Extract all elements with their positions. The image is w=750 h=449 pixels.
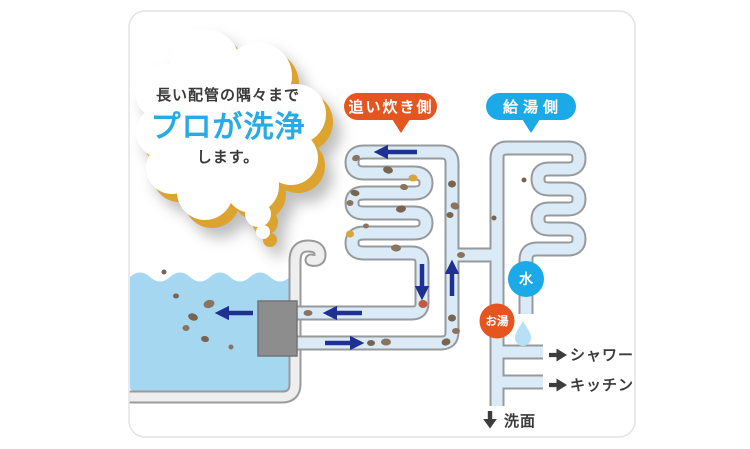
bubble-line3: します。 [197,149,260,166]
dirt-particle [396,205,406,213]
dirt-particle [346,200,354,206]
speech-bubble-body [135,29,326,239]
dirt-particle [446,212,454,218]
cold-water-badge: 水 [508,261,544,297]
shower-label: シャワー [570,347,634,364]
dirt-particle [188,313,198,321]
cold-water-circle [508,261,544,297]
dirt-particle [303,310,313,316]
hot-water-circle [479,303,515,339]
bubble-line1: 長い配管の隅々まで [156,86,300,104]
circulation-port-box [257,300,298,357]
dirt-particle [346,230,354,238]
bubble-line2: プロが洗浄 [151,110,306,144]
right-arrow-icon [549,348,567,362]
dirt-particle [441,338,451,346]
hot-water-label: お湯 [486,314,509,328]
dirt-particle [352,154,360,162]
dirt-particle [448,180,456,188]
dirt-particle [173,293,179,299]
dirt-particle [381,338,391,346]
bathtub-shell [129,239,327,404]
bathtub-water [130,272,290,391]
dirt-particle [228,344,234,350]
dirt-particles [161,154,527,350]
supply-pill-text: 給湯側 [503,98,563,116]
dirt-particle [491,215,497,221]
right-arrow-icon [549,378,567,392]
reheat-pill-pointer [392,119,410,133]
card-border [128,10,636,438]
hot-water-badge: お湯 [479,303,515,339]
dirt-particle [418,300,428,308]
dirt-particle [457,252,465,258]
dirt-particle [452,328,460,334]
kitchen-label: キッチン [570,377,634,394]
dirt-particle [201,335,209,343]
dirt-particle [383,166,393,174]
dirt-particle [363,223,369,229]
dirt-particle [182,325,190,331]
reheat-pill-text: 追い炊き側 [348,98,433,116]
cold-water-label: 水 [519,271,534,287]
outlet-labels: シャワー キッチン 洗面 [483,347,634,430]
down-arrow-icon [483,411,497,429]
dirt-particle [400,183,408,191]
washbasin-label: 洗面 [504,412,536,430]
reheat-side-label: 追い炊き側 [344,93,437,133]
dirt-particle [161,269,167,275]
supply-pill-pointer [522,119,540,133]
supply-pipe-circuit [491,142,585,406]
speech-bubble: 長い配管の隅々まで プロが洗浄 します。 [135,29,333,247]
dirt-particle [408,174,418,182]
dirt-particle [367,340,375,346]
dirt-particle [450,202,460,210]
supply-side-label: 給湯側 [486,93,576,133]
reheat-pill [344,93,437,120]
dirt-particle [391,244,401,252]
dirt-particle [448,314,456,322]
flow-arrows [214,144,460,351]
dirt-particle [203,299,215,309]
dirt-particle [521,177,527,183]
supply-pill [486,93,576,120]
dirt-particle [350,189,360,197]
water-drop-icon [515,321,531,346]
